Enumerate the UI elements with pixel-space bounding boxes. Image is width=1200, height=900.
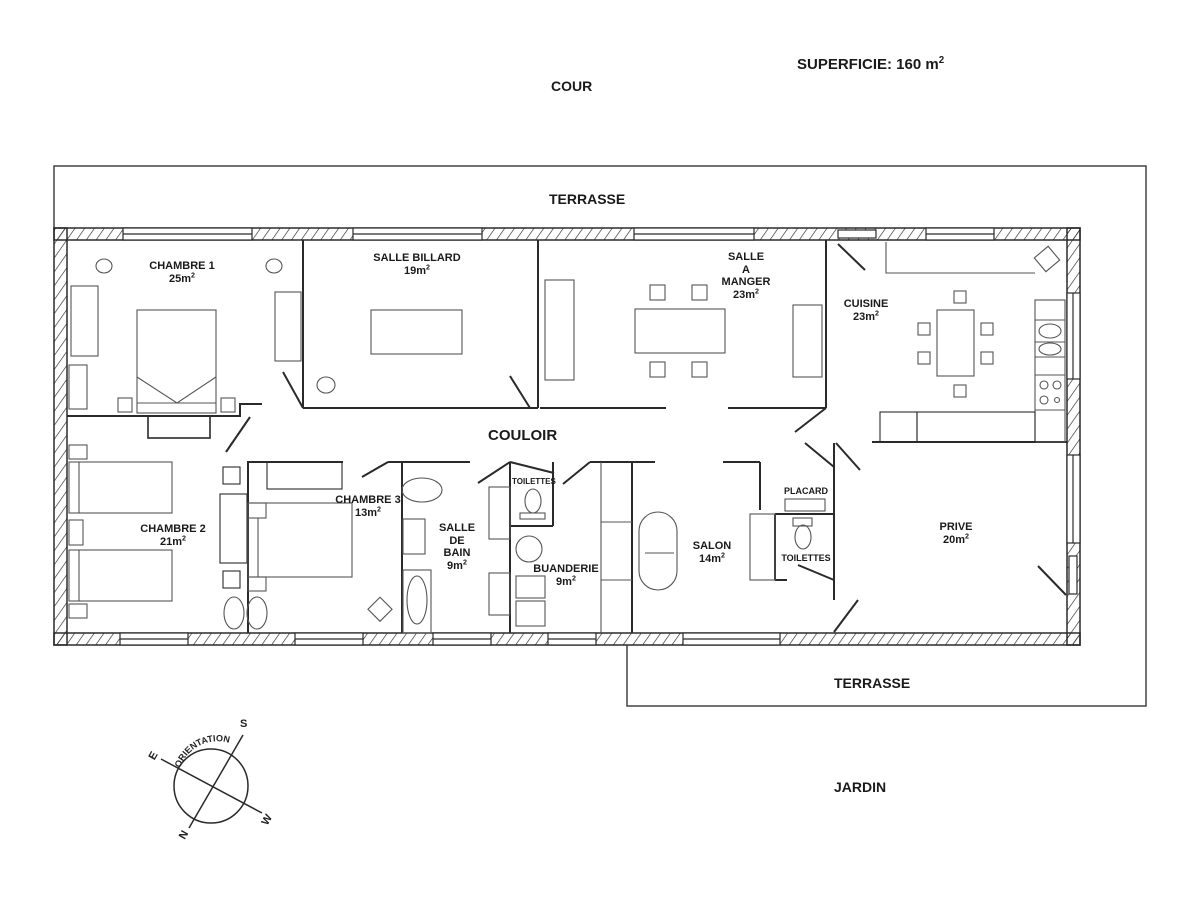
room-salon: SALON 14m2 [692, 540, 732, 565]
furniture [68, 242, 1066, 634]
room-salle-billard: SALLE BILLARD 19m2 [373, 252, 461, 277]
room-chambre-1: CHAMBRE 1 25m2 [149, 260, 215, 285]
compass-south: S [240, 718, 248, 730]
cour-label: COUR [551, 78, 593, 94]
couloir-label: COULOIR [488, 427, 558, 444]
room-prive: PRIVE 20m2 [939, 521, 973, 546]
room-chambre-3: CHAMBRE 3 13m2 [335, 494, 401, 519]
terrasse-bottom-label: TERRASSE [834, 675, 911, 691]
room-buanderie: BUANDERIE 9m2 [533, 563, 599, 588]
room-toilettes-1: TOILETTES [512, 477, 556, 486]
windows [119, 227, 1081, 646]
room-chambre-2: CHAMBRE 2 21m2 [140, 523, 206, 548]
room-toilettes-2: TOILETTES [781, 553, 831, 563]
room-cuisine: CUISINE 23m2 [843, 298, 889, 323]
superficie-label: SUPERFICIE: 160 m2 [797, 55, 945, 73]
room-salle-a-manger: SALLE A MANGER 23m2 [721, 251, 771, 301]
jardin-label: JARDIN [834, 779, 887, 795]
room-salle-de-bain: SALLE DE BAIN 9m2 [438, 522, 476, 572]
room-placard: PLACARD [784, 486, 828, 496]
compass [160, 734, 263, 829]
terrasse-top-label: TERRASSE [549, 191, 626, 207]
terrasse-top-outline [53, 165, 1147, 707]
